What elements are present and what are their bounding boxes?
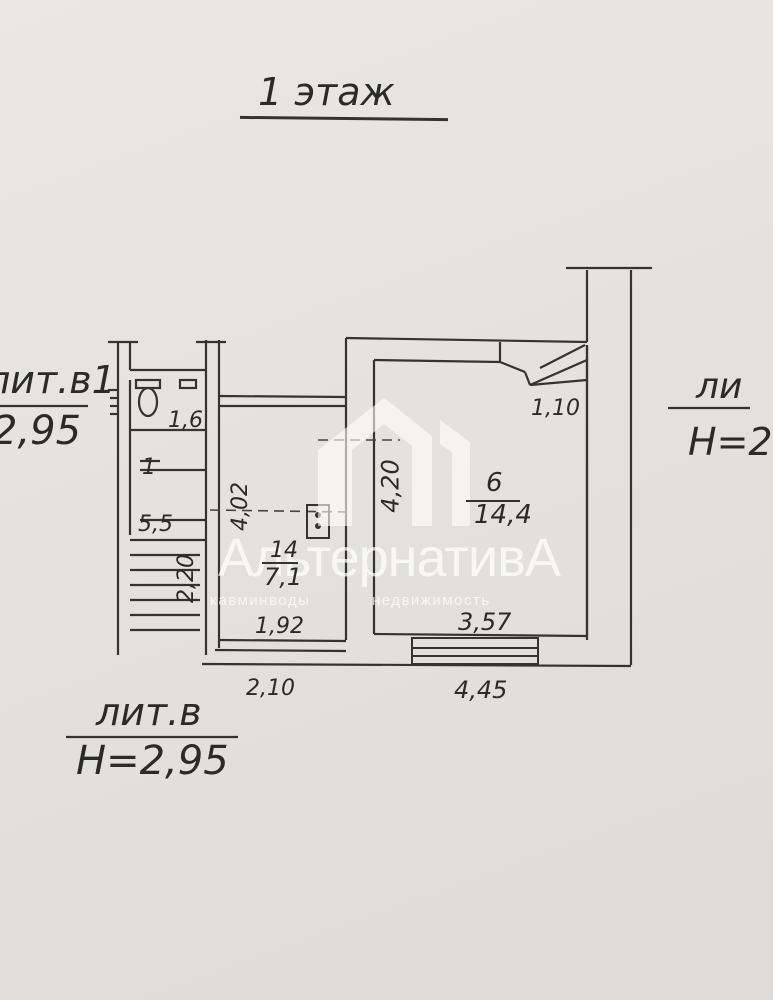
room-6-area: 14,4 (474, 500, 532, 530)
right-height-label: H=2 (688, 420, 773, 464)
bottom-height-label: H=2,95 (76, 738, 229, 784)
bottom-lit-label: лит.в (96, 690, 202, 734)
room-6-inner-width-label: 3,57 (458, 608, 512, 636)
niche-width-label: 1,10 (531, 396, 580, 421)
right-lit-label: ли (696, 366, 743, 407)
small-room-number: 1 (142, 455, 156, 480)
left-height-label: 2,95 (0, 408, 82, 454)
watermark-brand: АльтернативА (218, 528, 561, 588)
corridor-width-label: 2,20 (173, 554, 199, 603)
room-6-length-label: 4,20 (376, 459, 405, 513)
room-14-inner-width-label: 1,92 (255, 614, 304, 639)
room-14-area: 7,1 (264, 563, 303, 591)
floor-title: 1 этаж (258, 70, 395, 114)
corridor-area-label: 5,5 (138, 512, 173, 537)
watermark-tagline-left: кавминводы (210, 592, 311, 609)
room-14-number: 14 (270, 538, 298, 563)
room-14-outer-width-label: 2,10 (246, 676, 295, 701)
room-14-length-label: 4,02 (227, 482, 253, 531)
room-14-divider (262, 562, 298, 564)
floor-plan (0, 266, 750, 739)
room-6-number: 6 (486, 468, 503, 498)
left-lit-label: лит.в1 (0, 358, 116, 402)
wc-area-label: 1,6 (168, 408, 203, 433)
room-6-outer-width-label: 4,45 (454, 676, 508, 704)
room-6-divider (466, 500, 520, 502)
watermark-tagline-right: недвижимость (372, 592, 491, 609)
